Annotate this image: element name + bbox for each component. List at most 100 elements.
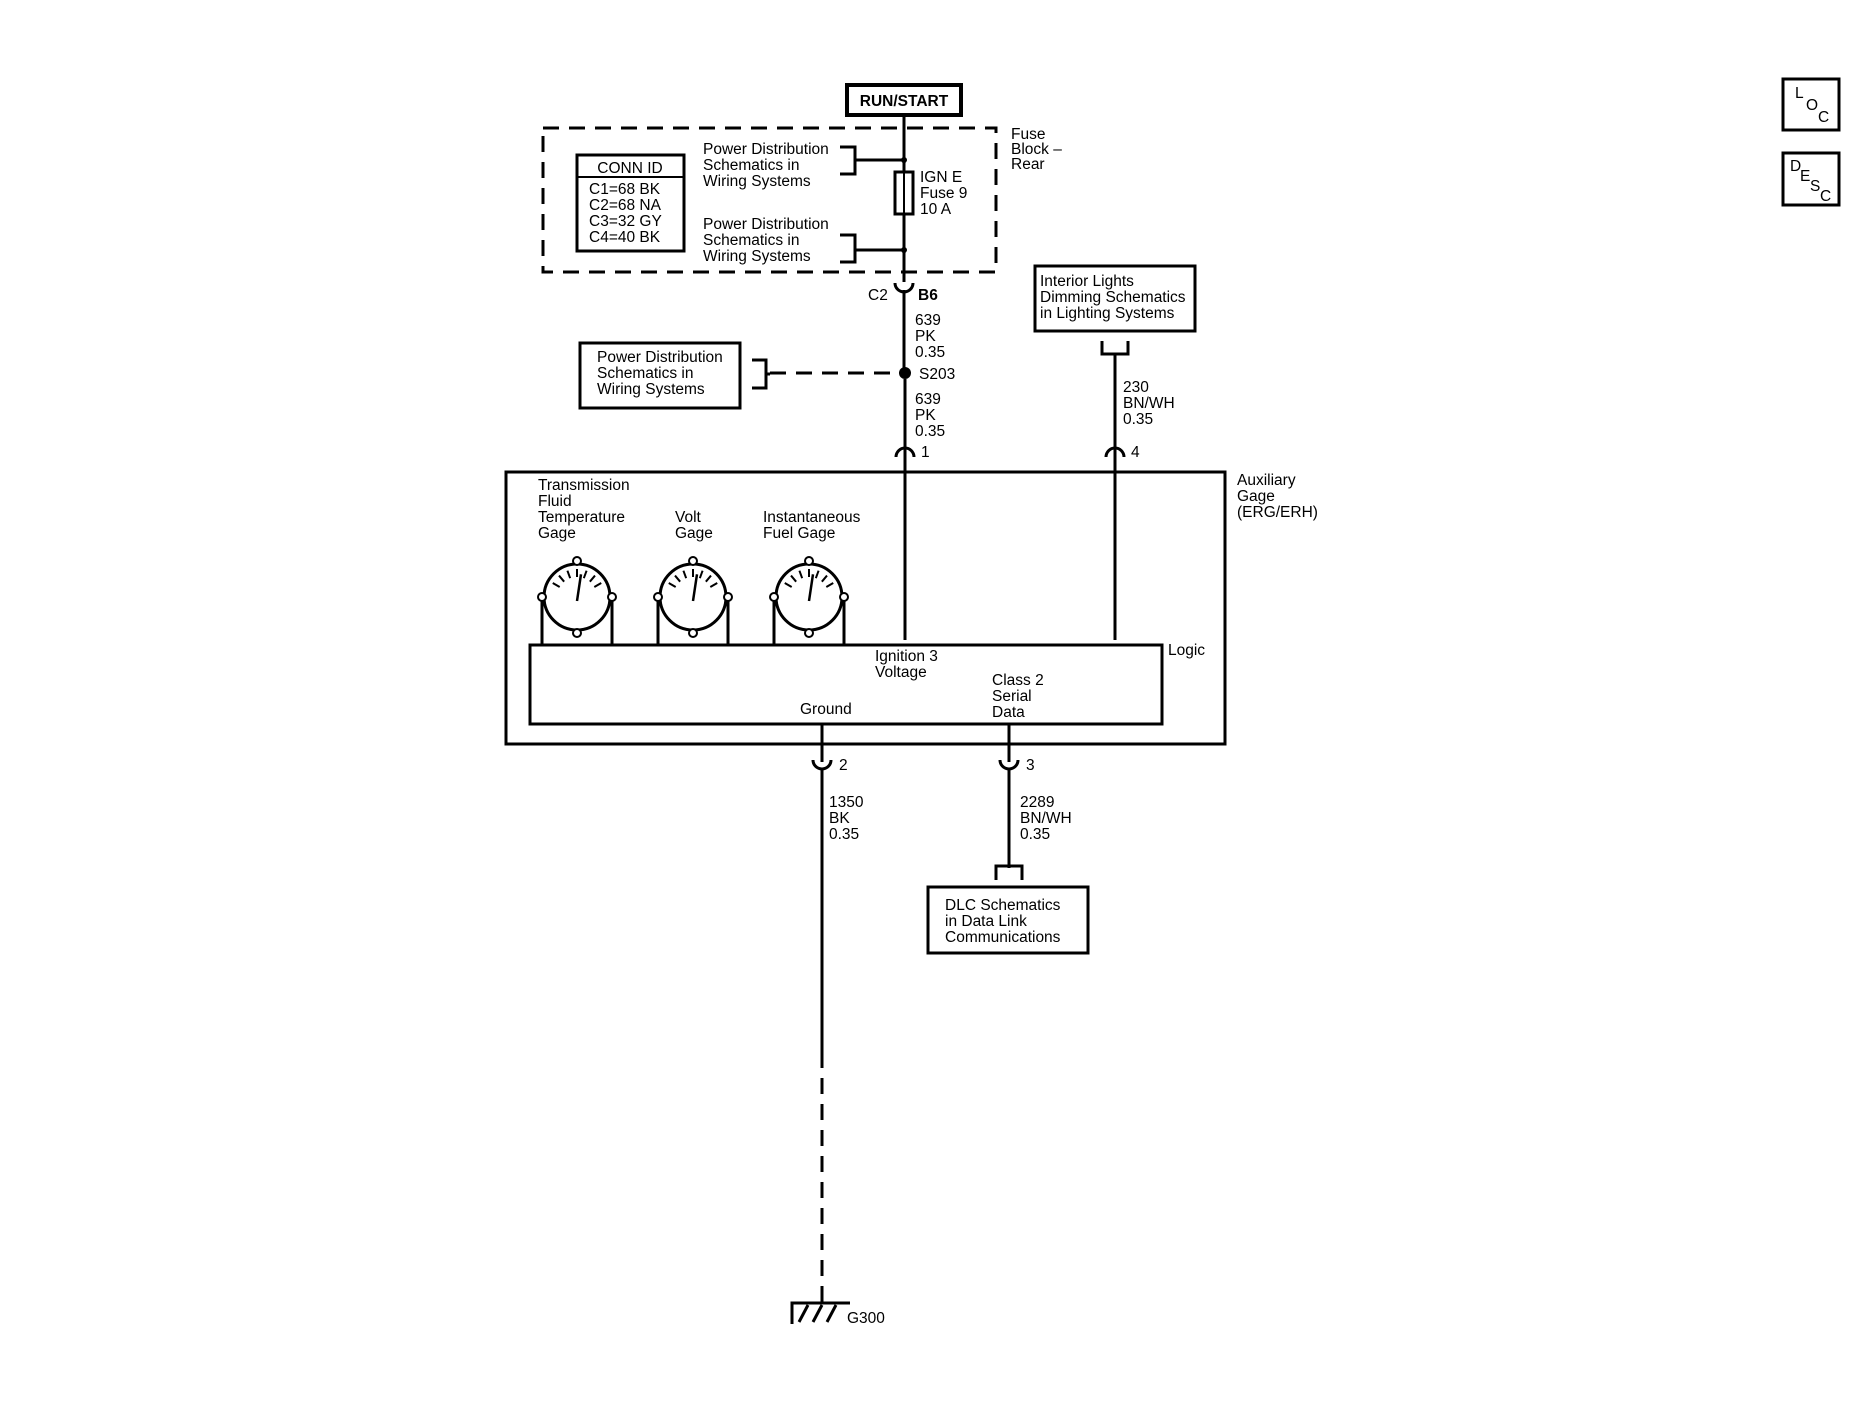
svg-text:Schematics in: Schematics in xyxy=(703,232,799,249)
run-start-label: RUN/START xyxy=(860,93,949,110)
svg-text:IGN E: IGN E xyxy=(920,169,962,186)
svg-text:O: O xyxy=(1806,97,1818,114)
ground-g300-label: G300 xyxy=(847,1310,885,1327)
junction-dot xyxy=(901,157,907,163)
svg-text:Block –: Block – xyxy=(1011,141,1062,158)
svg-text:Interior Lights: Interior Lights xyxy=(1040,273,1134,290)
svg-text:Fuse: Fuse xyxy=(1011,126,1045,143)
svg-text:in Lighting Systems: in Lighting Systems xyxy=(1040,305,1175,322)
gage-symbols xyxy=(537,556,849,645)
svg-text:Power Distribution: Power Distribution xyxy=(703,216,829,233)
splice-s203-label: S203 xyxy=(919,366,955,383)
svg-text:Power Distribution: Power Distribution xyxy=(597,349,723,366)
svg-text:(ERG/ERH): (ERG/ERH) xyxy=(1237,504,1318,521)
svg-text:Power Distribution: Power Distribution xyxy=(703,141,829,158)
svg-text:Gage: Gage xyxy=(1237,488,1275,505)
connector-pin-1: 1 xyxy=(894,444,930,640)
svg-text:C2: C2 xyxy=(868,287,888,304)
dlc-schematics-link[interactable]: DLC Schematics in Data Link Communicatio… xyxy=(926,864,1090,955)
fuse-block-label: Fuse Block – Rear xyxy=(1011,126,1062,173)
conn-id-row: C1=68 BK xyxy=(589,181,661,198)
connector-pin-2: 2 xyxy=(811,724,848,774)
svg-text:Fuse 9: Fuse 9 xyxy=(920,185,967,202)
splice-s203 xyxy=(899,367,911,379)
svg-text:4: 4 xyxy=(1131,444,1140,461)
connector-pin-3: 3 xyxy=(998,724,1035,774)
auxiliary-gage-label: Auxiliary Gage (ERG/ERH) xyxy=(1237,472,1318,521)
svg-text:0.35: 0.35 xyxy=(915,423,945,440)
fuse-symbol xyxy=(893,170,915,216)
svg-text:2: 2 xyxy=(839,757,848,774)
svg-text:230: 230 xyxy=(1123,379,1149,396)
conn-id-row: C3=32 GY xyxy=(589,213,662,230)
svg-text:1350: 1350 xyxy=(829,794,864,811)
volt-gage-label: Volt Gage xyxy=(675,509,713,542)
svg-text:Volt: Volt xyxy=(675,509,702,526)
svg-text:Wiring Systems: Wiring Systems xyxy=(703,173,811,190)
logic-block xyxy=(528,643,1164,726)
svg-text:639: 639 xyxy=(915,312,941,329)
svg-text:Ignition 3: Ignition 3 xyxy=(875,648,938,665)
transmission-fluid-temperature-gage-icon xyxy=(537,556,617,645)
connector-c2-b6: C2 B6 xyxy=(868,282,938,372)
wire-639-label-lower: 639 PK 0.35 xyxy=(915,391,945,440)
conn-id-row: C4=40 BK xyxy=(589,229,661,246)
junction-dot xyxy=(901,247,907,253)
wire-1350-label: 1350 BK 0.35 xyxy=(829,794,864,843)
svg-text:BN/WH: BN/WH xyxy=(1020,810,1072,827)
loc-button[interactable]: L O C xyxy=(1781,77,1841,132)
interior-lights-link[interactable]: Interior Lights Dimming Schematics in Li… xyxy=(1033,264,1197,358)
svg-text:3: 3 xyxy=(1026,757,1035,774)
svg-text:0.35: 0.35 xyxy=(1123,411,1153,428)
svg-text:Voltage: Voltage xyxy=(875,664,927,681)
power-distribution-link-lower[interactable]: Power Distribution Schematics in Wiring … xyxy=(703,216,904,265)
svg-text:D: D xyxy=(1790,158,1801,175)
svg-text:Rear: Rear xyxy=(1011,156,1045,173)
svg-text:Wiring Systems: Wiring Systems xyxy=(597,381,705,398)
svg-text:Gage: Gage xyxy=(538,525,576,542)
svg-text:BK: BK xyxy=(829,810,850,827)
transmission-fluid-temperature-gage-label: Transmission Fluid Temperature Gage xyxy=(538,477,630,542)
power-distribution-link-upper[interactable]: Power Distribution Schematics in Wiring … xyxy=(703,141,904,190)
svg-text:1: 1 xyxy=(921,444,930,461)
auxiliary-gage-module xyxy=(504,470,1227,746)
volt-gage-icon xyxy=(653,556,733,645)
svg-text:Instantaneous: Instantaneous xyxy=(763,509,861,526)
wire-230-label: 230 BN/WH 0.35 xyxy=(1123,379,1175,428)
svg-text:Class 2: Class 2 xyxy=(992,672,1044,689)
svg-text:Serial: Serial xyxy=(992,688,1032,705)
svg-text:L: L xyxy=(1795,85,1804,102)
run-start-box: RUN/START xyxy=(845,83,963,117)
svg-text:B6: B6 xyxy=(918,287,938,304)
svg-text:639: 639 xyxy=(915,391,941,408)
connector-pin-4: 4 xyxy=(1104,444,1140,640)
svg-text:Temperature: Temperature xyxy=(538,509,625,526)
svg-text:PK: PK xyxy=(915,328,936,345)
svg-text:Schematics in: Schematics in xyxy=(597,365,693,382)
svg-text:Communications: Communications xyxy=(945,929,1061,946)
svg-text:0.35: 0.35 xyxy=(915,344,945,361)
svg-text:Dimming Schematics: Dimming Schematics xyxy=(1040,289,1186,306)
svg-text:Data: Data xyxy=(992,704,1025,721)
wire-639-label-upper: 639 PK 0.35 xyxy=(915,312,945,361)
conn-id-table: CONN ID C1=68 BK C2=68 NA C3=32 GY C4=40… xyxy=(575,153,686,253)
class-2-serial-data-label: Class 2 Serial Data xyxy=(992,672,1044,721)
logic-label: Logic xyxy=(1168,642,1205,659)
wire-2289-label: 2289 BN/WH 0.35 xyxy=(1020,794,1072,843)
fuse-label: IGN E Fuse 9 10 A xyxy=(920,169,967,218)
svg-text:DLC Schematics: DLC Schematics xyxy=(945,897,1061,914)
svg-text:Gage: Gage xyxy=(675,525,713,542)
svg-text:E: E xyxy=(1800,168,1810,185)
instantaneous-fuel-gage-label: Instantaneous Fuel Gage xyxy=(763,509,861,542)
power-distribution-link-s203[interactable]: Power Distribution Schematics in Wiring … xyxy=(578,341,770,410)
svg-text:2289: 2289 xyxy=(1020,794,1054,811)
svg-text:in Data Link: in Data Link xyxy=(945,913,1027,930)
svg-text:10 A: 10 A xyxy=(920,201,952,218)
svg-text:PK: PK xyxy=(915,407,936,424)
svg-text:C: C xyxy=(1818,109,1829,126)
svg-text:C: C xyxy=(1820,188,1831,205)
instantaneous-fuel-gage-icon xyxy=(769,556,849,645)
svg-text:Fluid: Fluid xyxy=(538,493,572,510)
desc-button[interactable]: D E S C xyxy=(1781,151,1841,207)
